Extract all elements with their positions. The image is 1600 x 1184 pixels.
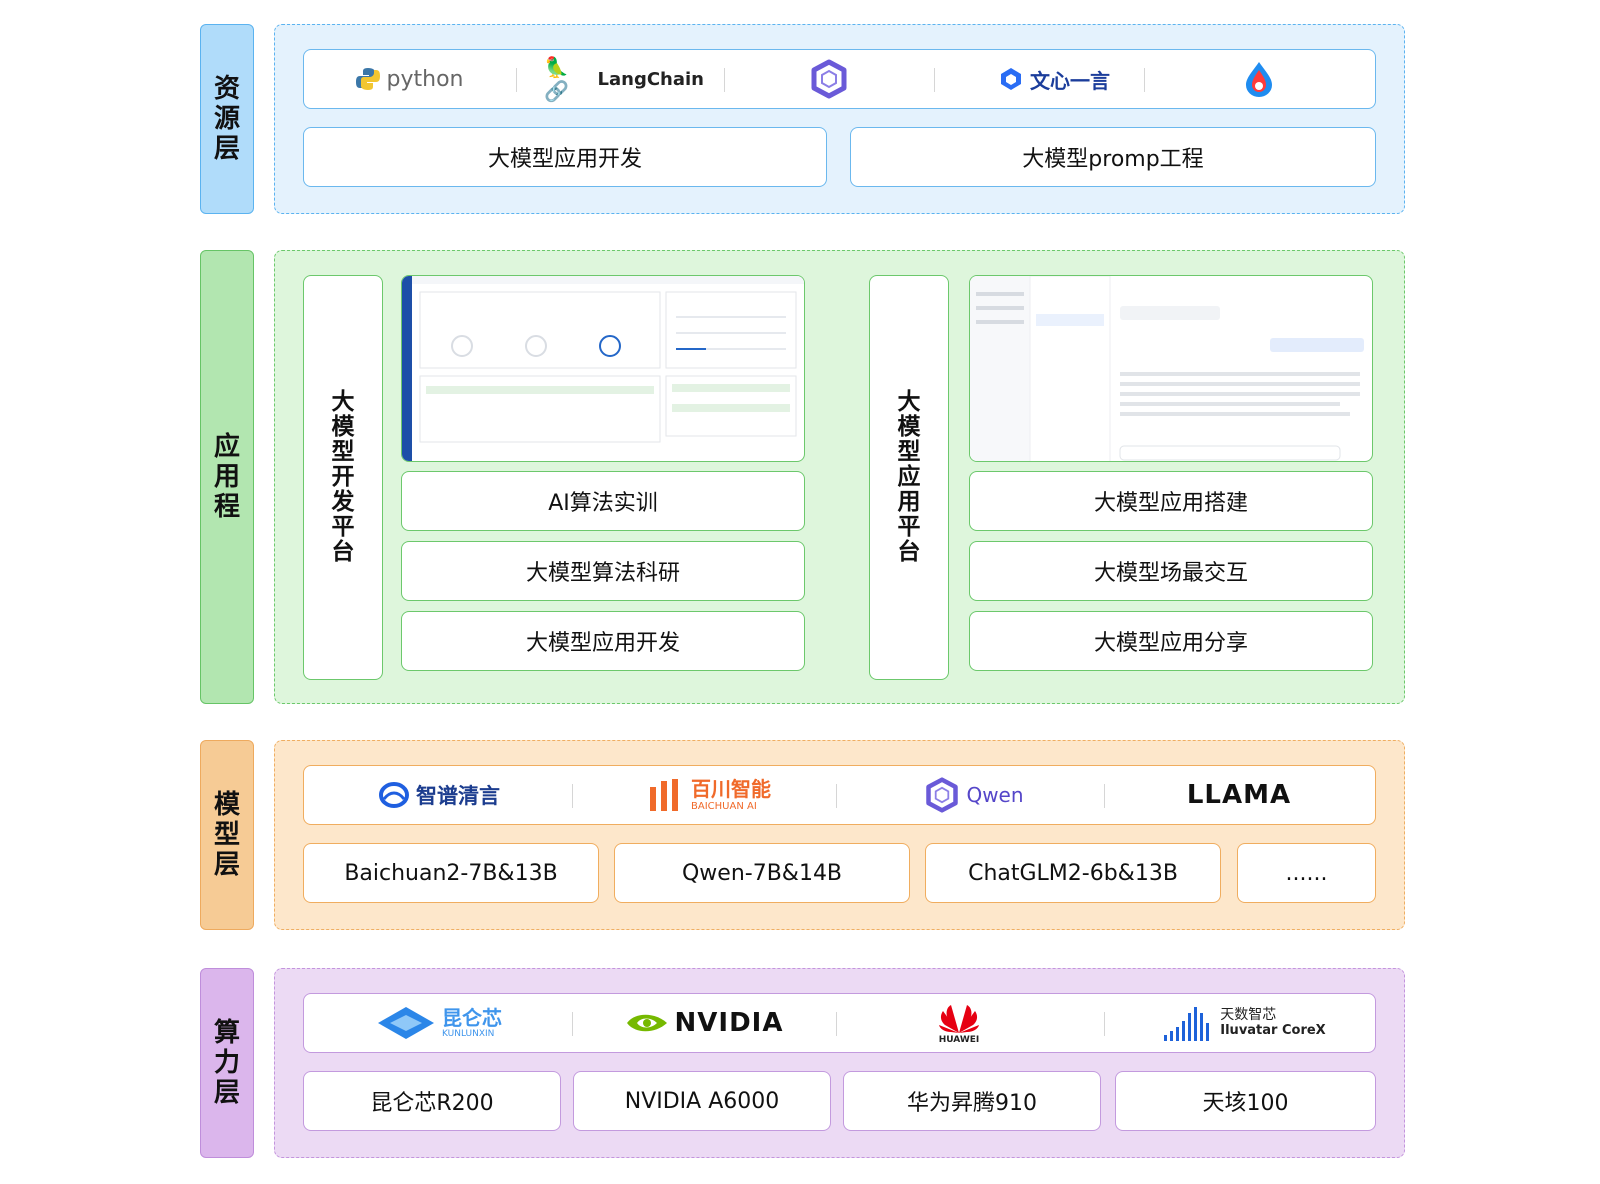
app-item-interaction: 大模型场最交互 — [969, 541, 1373, 601]
qwen-icon — [811, 59, 847, 99]
separator — [1104, 784, 1105, 808]
kunlunxin-logo: 昆仑芯 KUNLUNXIN — [364, 994, 514, 1052]
langchain-logo: 🦜🔗 LangChain — [544, 50, 704, 108]
parrot-link-icon: 🦜🔗 — [544, 55, 569, 103]
separator — [1144, 68, 1145, 92]
drop-logo — [1204, 50, 1314, 108]
separator — [516, 68, 517, 92]
baichuan-en-text: BAICHUAN AI — [691, 800, 757, 812]
compute-box-tiangai: 天垓100 — [1115, 1071, 1376, 1131]
compute-box-nvidia: NVIDIA A6000 — [573, 1071, 831, 1131]
separator — [934, 68, 935, 92]
python-text: python — [386, 66, 464, 92]
model-box-baichuan2: Baichuan2-7B&13B — [303, 843, 599, 903]
qwen-text: Qwen — [966, 783, 1024, 807]
baichuan-text-group: 百川智能 BAICHUAN AI — [691, 779, 771, 812]
wenxin-icon — [1001, 68, 1021, 90]
dev-item-app-development: 大模型应用开发 — [401, 611, 805, 671]
separator — [836, 1012, 837, 1036]
dev-item-algorithm-research: 大模型算法科研 — [401, 541, 805, 601]
app-platform-title: 大模型应用平台 — [897, 389, 921, 565]
iluvatar-en-text: Iluvatar CoreX — [1220, 1022, 1326, 1038]
compute-box-ascend: 华为昇腾910 — [843, 1071, 1101, 1131]
application-layer-label: 应用程 — [200, 250, 254, 704]
app-platform-title-box: 大模型应用平台 — [869, 275, 949, 680]
resource-layer-label: 资源层 — [200, 24, 254, 214]
resource-box-app-dev: 大模型应用开发 — [303, 127, 827, 187]
compute-box-kunlunxin: 昆仑芯R200 — [303, 1071, 561, 1131]
separator — [572, 784, 573, 808]
nvidia-logo: NVIDIA — [614, 994, 794, 1052]
iluvatar-cn-text: 天数智芯 — [1220, 1007, 1277, 1024]
zhipu-logo: 智谱清言 — [364, 766, 514, 824]
qwen-logo — [774, 50, 884, 108]
dev-platform-screenshot — [401, 275, 805, 462]
compute-logo-bar: 昆仑芯 KUNLUNXIN NVIDIA HUAWEI — [303, 993, 1376, 1053]
compute-layer-title: 算力层 — [213, 1018, 240, 1108]
compute-layer-panel: 昆仑芯 KUNLUNXIN NVIDIA HUAWEI — [274, 968, 1405, 1158]
model-layer-title: 模型层 — [213, 790, 240, 880]
kunlunxin-text: 昆仑芯 — [442, 1005, 502, 1030]
iluvatar-text-group: 天数智芯 Iluvatar CoreX — [1220, 1007, 1326, 1038]
dashboard-thumbnail — [402, 276, 804, 461]
app-item-build: 大模型应用搭建 — [969, 471, 1373, 531]
app-platform-screenshot — [969, 275, 1373, 462]
dev-platform-title: 大模型开发平台 — [331, 389, 355, 565]
separator — [572, 1012, 573, 1036]
resource-logo-bar: python 🦜🔗 LangChain 文心一言 — [303, 49, 1376, 109]
model-layer-panel: 智谱清言 百川智能 BAICHUAN AI Qwen LLAMA — [274, 740, 1405, 930]
kunlunxin-icon — [378, 1007, 434, 1039]
separator — [1104, 1012, 1105, 1036]
kunlunxin-en-text: KUNLUNXIN — [442, 1028, 495, 1039]
qwen-icon — [926, 777, 959, 813]
baichuan-icon — [650, 779, 678, 811]
application-layer-title: 应用程 — [213, 432, 240, 522]
baichuan-logo: 百川智能 BAICHUAN AI — [624, 766, 794, 824]
baichuan-text: 百川智能 — [691, 776, 771, 801]
chat-thumbnail — [970, 276, 1364, 461]
compute-layer-label: 算力层 — [200, 968, 254, 1158]
water-drop-icon — [1246, 62, 1272, 97]
resource-layer-title: 资源层 — [213, 74, 240, 164]
llama-logo: LLAMA — [1164, 766, 1314, 824]
dev-platform-title-box: 大模型开发平台 — [303, 275, 383, 680]
model-logo-bar: 智谱清言 百川智能 BAICHUAN AI Qwen LLAMA — [303, 765, 1376, 825]
python-icon — [355, 68, 380, 90]
separator — [836, 784, 837, 808]
iluvatar-icon — [1164, 1007, 1210, 1041]
qwen-model-logo: Qwen — [904, 766, 1044, 824]
huawei-text: HUAWEI — [938, 1035, 980, 1045]
wenxin-text: 文心一言 — [1030, 68, 1110, 93]
llama-text: LLAMA — [1186, 780, 1292, 810]
huawei-icon — [939, 1005, 979, 1033]
model-box-more: ...... — [1237, 843, 1376, 903]
iluvatar-logo: 天数智芯 Iluvatar CoreX — [1154, 994, 1334, 1052]
model-layer-label: 模型层 — [200, 740, 254, 930]
model-box-qwen: Qwen-7B&14B — [614, 843, 910, 903]
zhipu-text: 智谱清言 — [416, 784, 500, 808]
resource-box-prompt-engineering: 大模型promp工程 — [850, 127, 1376, 187]
langchain-text: LangChain — [597, 68, 704, 90]
nvidia-eye-icon — [626, 1014, 667, 1032]
app-item-share: 大模型应用分享 — [969, 611, 1373, 671]
zhipu-icon — [379, 782, 409, 808]
application-layer-panel: 大模型开发平台 AI算法实训 大模型算法科研 大模型应用开发 大模型应用平台 — [274, 250, 1405, 704]
nvidia-text: NVIDIA — [674, 1008, 784, 1038]
wenxin-logo: 文心一言 — [984, 50, 1124, 108]
python-logo: python — [344, 50, 474, 108]
separator — [724, 68, 725, 92]
model-box-chatglm2: ChatGLM2-6b&13B — [925, 843, 1221, 903]
kunlunxin-text-group: 昆仑芯 KUNLUNXIN — [442, 1008, 502, 1039]
dev-item-ai-training: AI算法实训 — [401, 471, 805, 531]
huawei-logo: HUAWEI — [904, 994, 1014, 1052]
resource-layer-panel: python 🦜🔗 LangChain 文心一言 — [274, 24, 1405, 214]
